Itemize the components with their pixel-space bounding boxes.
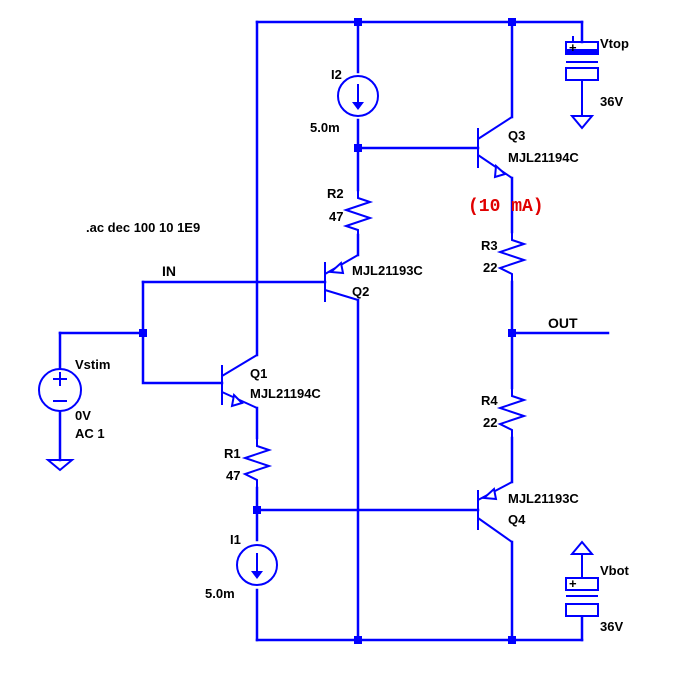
net-label-in: IN <box>162 263 176 279</box>
i2-value: 5.0m <box>310 120 340 135</box>
r3-value: 22 <box>483 260 497 275</box>
vbot-plus-icon: + <box>569 576 577 591</box>
r4-value: 22 <box>483 415 497 430</box>
ground-vstim-icon <box>45 459 75 472</box>
resistor-r4[interactable] <box>496 388 528 438</box>
i1-name: I1 <box>230 532 241 547</box>
r2-value: 47 <box>329 209 343 224</box>
battery-vtop[interactable] <box>565 36 599 116</box>
vbot-up-arrow-icon <box>569 540 595 555</box>
vstim-ac: AC 1 <box>75 426 105 441</box>
q3-model: MJL21194C <box>508 150 579 165</box>
transistor-q3[interactable] <box>477 116 513 179</box>
transistor-q1[interactable] <box>221 354 258 409</box>
r1-value: 47 <box>226 468 240 483</box>
r2-name: R2 <box>327 186 344 201</box>
vbot-name: Vbot <box>600 563 630 578</box>
q4-model: MJL21193C <box>508 491 579 506</box>
current-annotation: (10 mA) <box>468 197 544 217</box>
r4-name: R4 <box>481 393 498 408</box>
vstim-name: Vstim <box>75 357 110 372</box>
q2-model: MJL21193C <box>352 263 423 278</box>
current-source-i1[interactable] <box>236 544 278 586</box>
voltage-source-vstim[interactable] <box>38 368 82 412</box>
transistor-q4[interactable] <box>477 481 513 543</box>
vtop-plus-icon: + <box>569 40 577 55</box>
r1-name: R1 <box>224 446 241 461</box>
resistor-r1[interactable] <box>241 438 273 488</box>
resistor-r2[interactable] <box>342 190 374 235</box>
q1-name: Q1 <box>250 366 267 381</box>
q3-name: Q3 <box>508 128 525 143</box>
vtop-value: 36V <box>600 94 623 109</box>
ac-directive: .ac dec 100 10 1E9 <box>86 220 200 235</box>
ground-vtop-icon <box>569 115 595 130</box>
resistor-r3[interactable] <box>496 232 528 282</box>
i2-name: I2 <box>331 67 342 82</box>
transistor-q2[interactable] <box>324 254 359 302</box>
i1-value: 5.0m <box>205 586 235 601</box>
q2-name: Q2 <box>352 284 369 299</box>
net-label-out: OUT <box>548 315 578 331</box>
r3-name: R3 <box>481 238 498 253</box>
q1-model: MJL21194C <box>250 386 321 401</box>
vbot-value: 36V <box>600 619 623 634</box>
vstim-value: 0V <box>75 408 91 423</box>
junction-dots <box>139 18 516 644</box>
q4-name: Q4 <box>508 512 526 527</box>
current-source-i2[interactable] <box>337 75 379 117</box>
vtop-name: Vtop <box>600 36 629 51</box>
battery-vbot[interactable] <box>565 554 599 617</box>
